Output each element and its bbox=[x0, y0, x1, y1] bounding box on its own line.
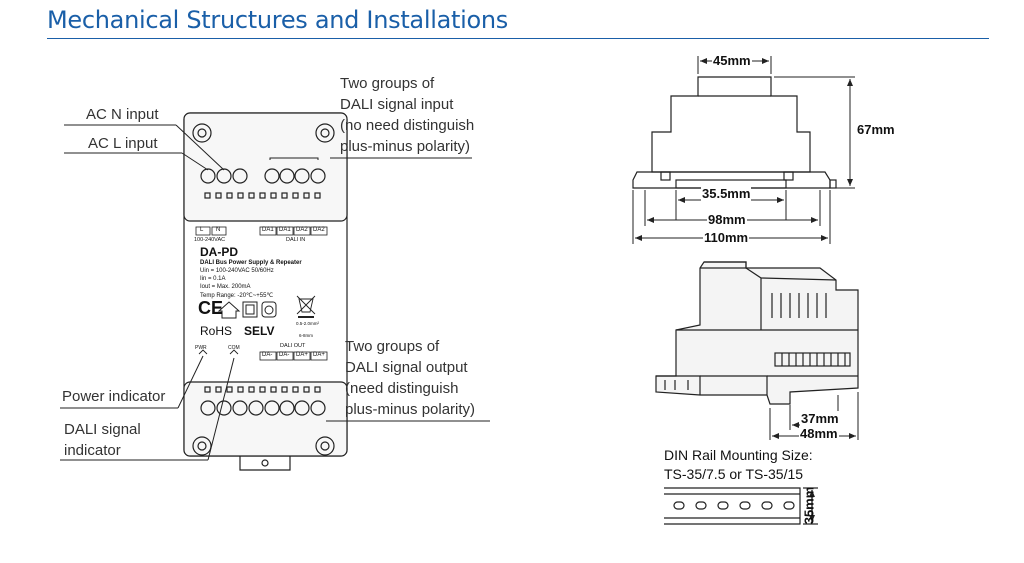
dali-output-line-1: Two groups of bbox=[345, 338, 440, 355]
callout-leaders bbox=[60, 124, 490, 461]
dali-input-callout: Two groups of DALI signal input (no need… bbox=[340, 73, 474, 157]
ce-mark: CE bbox=[198, 298, 224, 318]
dim-rail: 35mm bbox=[801, 486, 817, 525]
terminal-da-plus-a: DA+ bbox=[296, 352, 308, 358]
din-rail-line-1: DIN Rail Mounting Size: bbox=[664, 447, 813, 463]
din-rail-line-2: TS-35/7.5 or TS-35/15 bbox=[664, 466, 804, 482]
terminal-da-plus-b: DA+ bbox=[313, 352, 325, 358]
terminal-l: L bbox=[200, 227, 204, 233]
device-front-view bbox=[183, 112, 348, 471]
power-indicator-label: Power indicator bbox=[62, 388, 166, 405]
dali-in-label: DALI IN bbox=[286, 237, 306, 243]
dali-out-label: DALI OUT bbox=[280, 343, 306, 349]
dim-width-top: 45mm bbox=[712, 53, 752, 68]
spec-iout: Iout = Max. 200mA bbox=[200, 284, 251, 290]
terminal-da1-a: DA1 bbox=[262, 227, 274, 233]
dim-depth-a: 37mm bbox=[800, 411, 840, 426]
dali-output-callout: Two groups of DALI signal output (need d… bbox=[345, 336, 475, 420]
voltage-label: 100-240VAC bbox=[194, 237, 226, 243]
ac-n-input-label: AC N input bbox=[86, 106, 159, 123]
device-isometric-view bbox=[655, 261, 859, 405]
dali-indicator-callout: DALI signal indicator bbox=[64, 419, 141, 461]
pwr-led-label: PWR bbox=[195, 345, 207, 351]
wire-spec-strip: 6-8mm bbox=[299, 333, 314, 338]
model-subtitle: DALI Bus Power Supply & Repeater bbox=[200, 260, 302, 266]
spec-iin: Iin = 0.1A bbox=[200, 276, 226, 282]
din-rail-drawing bbox=[664, 487, 818, 525]
dim-mid: 98mm bbox=[707, 212, 747, 227]
dali-input-line-4: plus-minus polarity) bbox=[340, 138, 471, 155]
dali-output-line-4: plus-minus polarity) bbox=[345, 401, 476, 418]
terminal-da-minus-a: DA- bbox=[262, 352, 273, 358]
title-divider bbox=[47, 38, 989, 39]
dim-depth-b: 48mm bbox=[799, 426, 839, 441]
terminal-da-minus-b: DA- bbox=[279, 352, 290, 358]
com-led-label: COM bbox=[228, 345, 240, 351]
dali-input-line-3: (no need distinguish bbox=[340, 117, 475, 134]
spec-uin: Uin = 100-240VAC 50/60Hz bbox=[200, 268, 274, 274]
dali-output-line-2: DALI signal output bbox=[345, 359, 468, 376]
device-side-view bbox=[632, 76, 837, 189]
terminal-n: N bbox=[216, 227, 221, 233]
dali-output-line-3: (need distinguish bbox=[345, 380, 459, 397]
terminal-da2-a: DA2 bbox=[296, 227, 308, 233]
ac-l-input-label: AC L input bbox=[88, 135, 158, 152]
wire-spec-gauge: 0.5-2.0mm² bbox=[296, 321, 320, 326]
selv-mark: SELV bbox=[244, 324, 275, 338]
dali-input-line-2: DALI signal input bbox=[340, 96, 454, 113]
terminal-da2-b: DA2 bbox=[313, 227, 325, 233]
din-rail-caption: DIN Rail Mounting Size: TS-35/7.5 or TS-… bbox=[664, 446, 813, 484]
dim-total: 110mm bbox=[703, 230, 750, 245]
spec-temp: Temp Range: -20℃~+55℃ bbox=[200, 293, 274, 299]
dim-height: 67mm bbox=[856, 122, 896, 137]
dim-inner: 35.5mm bbox=[701, 186, 752, 201]
model-name: DA-PD bbox=[200, 245, 238, 259]
dali-indicator-line-2: indicator bbox=[64, 442, 121, 459]
dali-indicator-line-1: DALI signal bbox=[64, 421, 141, 438]
terminal-da1-b: DA1 bbox=[279, 227, 291, 233]
page-title: Mechanical Structures and Installations bbox=[47, 6, 508, 34]
dali-input-line-1: Two groups of bbox=[340, 75, 435, 92]
rohs-mark: RoHS bbox=[200, 324, 233, 338]
